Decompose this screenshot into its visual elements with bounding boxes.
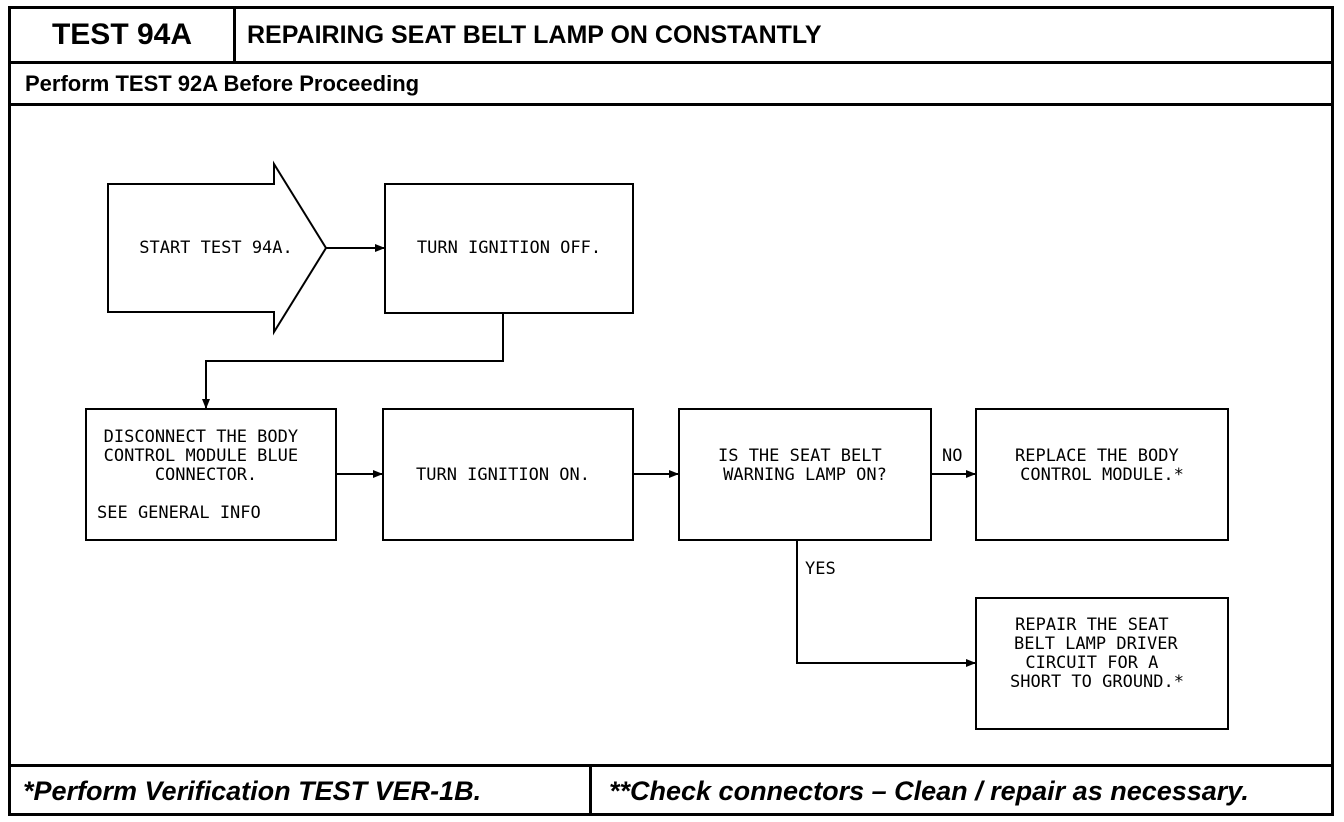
- decision-box: [678, 408, 932, 541]
- connector-off-to-disconnect: [202, 313, 504, 409]
- disconnect-label: DISCONNECT THE BODY CONTROL MODULE BLUE …: [104, 427, 309, 485]
- start-label: START TEST 94A.: [139, 238, 293, 258]
- header-divider: [233, 9, 236, 61]
- ignition-on-label: TURN IGNITION ON.: [416, 465, 590, 485]
- connector-note: **Check connectors – Clean / repair as n…: [609, 775, 1249, 806]
- replace-module-box: [975, 408, 1229, 541]
- disconnect-box: [85, 408, 337, 541]
- see-general-info-label: SEE GENERAL INFO: [97, 503, 261, 523]
- footer-rule: [11, 764, 1331, 767]
- decision-label: IS THE SEAT BELT WARNING LAMP ON?: [718, 446, 892, 485]
- start-arrow-shape: [107, 160, 328, 336]
- connector-yes-branch: [796, 540, 976, 667]
- yes-label: YES: [805, 559, 836, 579]
- replace-module-label: REPLACE THE BODY CONTROL MODULE.*: [1015, 446, 1189, 485]
- prerequisite-note: Perform TEST 92A Before Proceeding: [25, 71, 420, 96]
- header-rule: [11, 61, 1331, 64]
- ignition-off-box: [384, 183, 634, 314]
- ignition-on-box: [382, 408, 634, 541]
- prerequisite-rule: [11, 103, 1331, 106]
- footer-divider: [589, 764, 592, 816]
- test-title: REPAIRING SEAT BELT LAMP ON CONSTANTLY: [247, 20, 822, 49]
- repair-circuit-label: REPAIR THE SEAT BELT LAMP DRIVER CIRCUIT…: [1010, 615, 1188, 692]
- test-id: TEST 94A: [51, 18, 193, 51]
- repair-circuit-box: [975, 597, 1229, 730]
- verification-note: *Perform Verification TEST VER-1B.: [23, 775, 482, 806]
- ignition-off-label: TURN IGNITION OFF.: [417, 238, 601, 258]
- no-label: NO: [942, 446, 962, 466]
- test-frame: TEST 94A REPAIRING SEAT BELT LAMP ON CON…: [8, 6, 1334, 816]
